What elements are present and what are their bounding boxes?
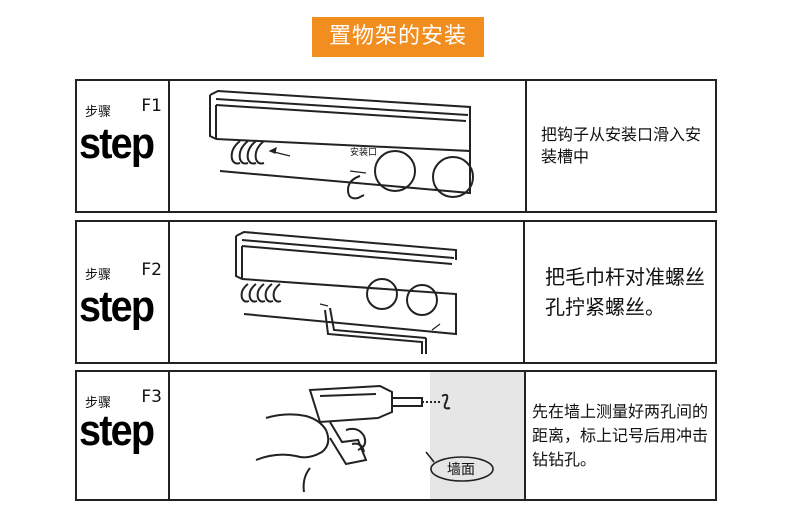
step-word: step <box>79 119 155 168</box>
wall-surface <box>430 372 524 499</box>
step-cn-label: 步骤 <box>85 396 112 411</box>
step-illustration: 墙面 <box>170 372 526 499</box>
step-desc-cell: 把钩子从安装口滑入安装槽中 <box>527 81 715 211</box>
step-label-cell: 步骤 F2 step <box>77 222 170 362</box>
page-title: 置物架的安装 <box>312 17 484 57</box>
step-code: F1 <box>141 96 162 116</box>
step-description: 把钩子从安装口滑入安装槽中 <box>541 125 702 166</box>
step-card-3: 步骤 F3 step 墙面 先在墙 <box>75 370 717 501</box>
step-code: F2 <box>141 260 162 280</box>
step-illustration <box>170 222 525 362</box>
shelf-towel-bar-illustration <box>235 230 457 354</box>
step-desc-cell: 先在墙上测量好两孔间的距离，标上记号后用冲击钻钻孔。 <box>526 372 715 499</box>
step-word: step <box>79 406 155 455</box>
step-desc-cell: 把毛巾杆对准螺丝孔拧紧螺丝。 <box>525 222 715 362</box>
step-cn-label: 步骤 <box>85 268 112 283</box>
step-label-cell: 步骤 F1 step <box>77 81 170 211</box>
step-card-2: 步骤 F2 step <box>75 220 717 364</box>
step-cn-label: 步骤 <box>85 105 112 120</box>
step-description: 把毛巾杆对准螺丝孔拧紧螺丝。 <box>545 265 705 319</box>
drill-wall-illustration: 墙面 <box>255 372 524 499</box>
step-word: step <box>79 282 155 331</box>
shelf-hooks-illustration: 安装口 <box>209 89 474 200</box>
step-illustration: 安装口 <box>170 81 527 211</box>
step-description: 先在墙上测量好两孔间的距离，标上记号后用冲击钻钻孔。 <box>532 401 709 469</box>
step-label-cell: 步骤 F3 step <box>77 372 170 499</box>
step-card-1: 步骤 F1 step <box>75 79 717 213</box>
wall-callout: 墙面 <box>447 462 475 478</box>
step-code: F3 <box>141 387 162 407</box>
install-port-callout: 安装口 <box>350 146 377 158</box>
